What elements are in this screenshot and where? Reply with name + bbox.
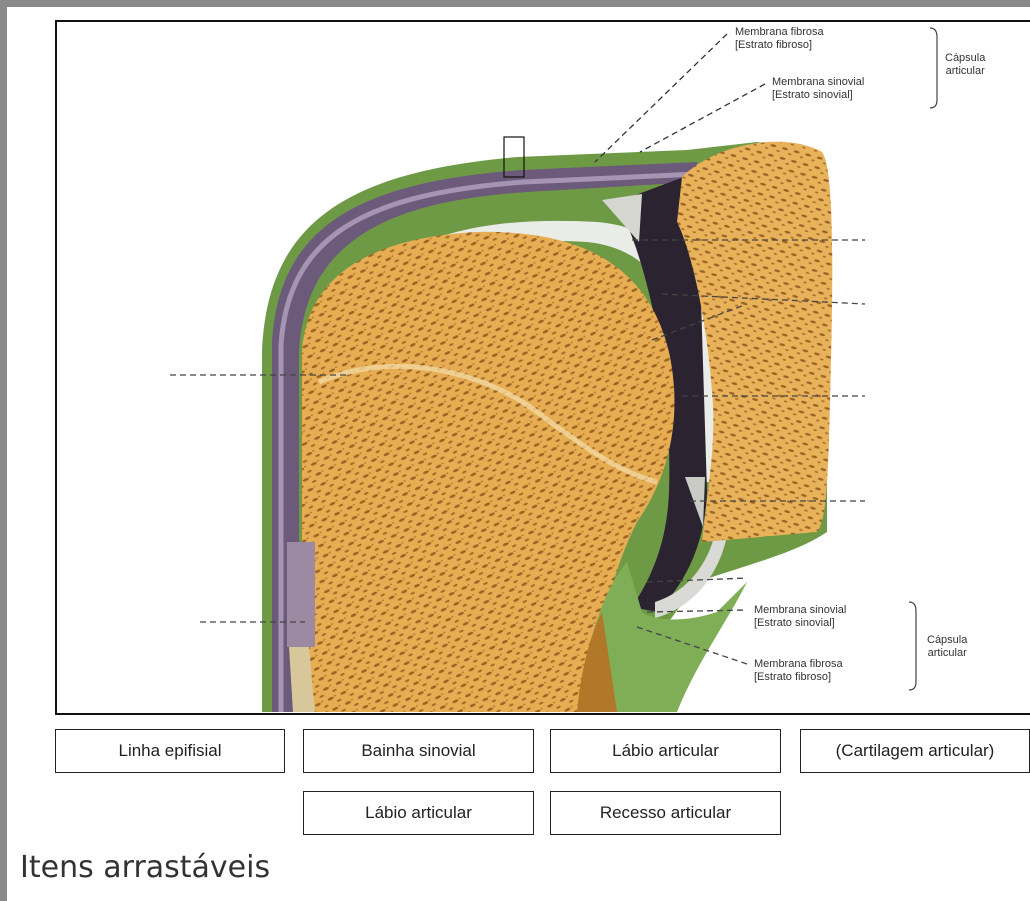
- draggable-items-heading: Itens arrastáveis: [20, 850, 270, 885]
- drag-item-cartilagem-articular[interactable]: (Cartilagem articular): [800, 729, 1030, 773]
- label-synovial-bottom: Membrana sinovial [Estrato sinovial]: [754, 604, 846, 630]
- drop-blank-left-upper[interactable]: [65, 365, 167, 385]
- label-capsule-bottom: Cápsula articular: [927, 634, 967, 660]
- drop-blank-right-3[interactable]: [865, 390, 1003, 406]
- drop-blank-left-lower[interactable]: [77, 612, 193, 632]
- shoulder-joint-illustration: [57, 22, 1030, 717]
- drag-item-recesso-articular[interactable]: Recesso articular: [550, 791, 781, 835]
- label-capsule-top: Cápsula articular: [945, 52, 985, 78]
- label-fibrous-top: Membrana fibrosa [Estrato fibroso]: [735, 26, 824, 52]
- label-fibrous-bottom: Membrana fibrosa [Estrato fibroso]: [754, 658, 843, 684]
- drag-item-labio-articular-2[interactable]: Lábio articular: [303, 791, 534, 835]
- drop-blank-right-5[interactable]: [749, 572, 879, 586]
- window-frame-left: [0, 0, 7, 901]
- anatomy-image-area: Membrana fibrosa [Estrato fibroso] Membr…: [55, 20, 1030, 715]
- window-frame-top: [0, 0, 1030, 7]
- drag-item-bainha-sinovial[interactable]: Bainha sinovial: [303, 729, 534, 773]
- drag-item-labio-articular-1[interactable]: Lábio articular: [550, 729, 781, 773]
- drag-item-linha-epifisial[interactable]: Linha epifisial: [55, 729, 285, 773]
- label-synovial-top: Membrana sinovial [Estrato sinovial]: [772, 76, 864, 102]
- drop-blank-right-1[interactable]: [869, 234, 979, 248]
- drop-blank-right-4[interactable]: [869, 494, 974, 510]
- drop-blank-right-2[interactable]: [869, 298, 1024, 314]
